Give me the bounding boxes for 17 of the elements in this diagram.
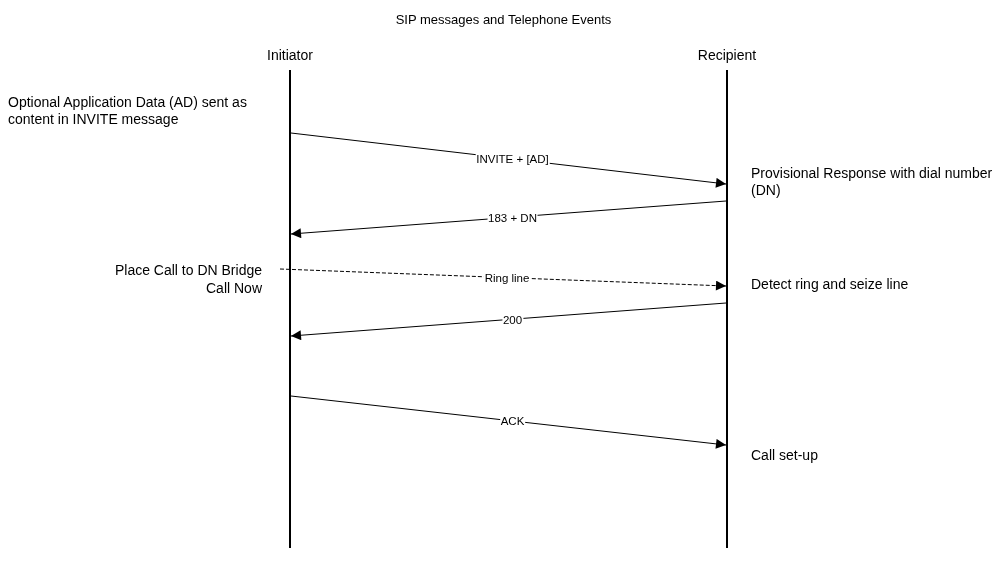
arrow	[290, 200, 727, 239]
diagram-title: SIP messages and Telephone Events	[394, 12, 613, 27]
annotation-text: Call set-up	[751, 447, 819, 464]
edge-label: 183 + DN	[487, 211, 538, 224]
edge-label: INVITE + [AD]	[475, 152, 550, 165]
note-text: Place Call to DN Bridge Call Now	[100, 261, 262, 297]
annotation-text: Provisional Response with dial number (DN)	[751, 165, 994, 199]
arrow	[290, 302, 727, 341]
participant-label: Initiator	[266, 47, 314, 64]
arrow	[290, 395, 727, 449]
annotation-text: Detect ring and seize line	[751, 276, 910, 293]
annotation-text: Optional Application Data (AD) sent as content in INVITE message	[8, 94, 248, 128]
edge-label: Ring line	[483, 271, 531, 284]
edge-label: 200	[501, 313, 524, 326]
edge-label: ACK	[499, 414, 526, 427]
dashed-arrow	[279, 268, 727, 291]
participant-label: Recipient	[696, 47, 758, 64]
